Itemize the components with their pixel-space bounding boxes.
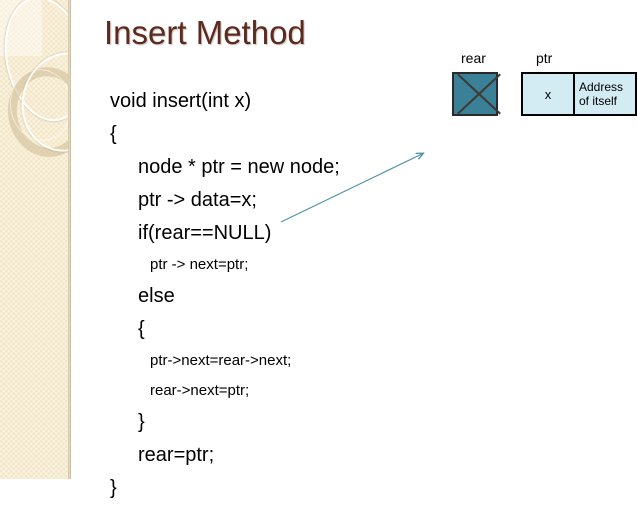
code-line: if(rear==NULL) bbox=[138, 222, 272, 244]
ptr-next-line1: Address bbox=[579, 80, 624, 94]
code-line: } bbox=[110, 477, 117, 499]
ptr-pointer-label: ptr bbox=[536, 50, 553, 66]
code-line: void insert(int x) bbox=[110, 90, 252, 112]
decorative-sidebar bbox=[0, 0, 71, 479]
rear-pointer-label: rear bbox=[461, 50, 486, 66]
code-line: rear=ptr; bbox=[138, 444, 215, 466]
rear-null-box bbox=[452, 72, 501, 116]
ptr-next-line2: of itself bbox=[579, 94, 618, 108]
code-line: { bbox=[110, 123, 117, 145]
code-line: ptr -> data=x; bbox=[138, 189, 257, 211]
ptr-node-next-cell: Address of itself bbox=[575, 74, 635, 114]
code-block: void insert(int x) { node * ptr = new node… bbox=[110, 85, 440, 505]
code-line: } bbox=[138, 411, 145, 433]
sidebar-top-square bbox=[0, 0, 42, 56]
code-line: ptr->next=rear->next; bbox=[150, 352, 292, 369]
sidebar-right-border bbox=[68, 0, 71, 479]
code-line: rear->next=ptr; bbox=[150, 382, 250, 399]
ptr-node-box: x Address of itself bbox=[521, 72, 637, 116]
code-line: { bbox=[138, 318, 145, 340]
code-line: ptr -> next=ptr; bbox=[150, 256, 249, 273]
ptr-node-data-cell: x bbox=[523, 74, 575, 114]
slide-title: Insert Method bbox=[104, 14, 306, 51]
code-line: else bbox=[138, 285, 175, 307]
code-line: node * ptr = new node; bbox=[138, 156, 340, 178]
